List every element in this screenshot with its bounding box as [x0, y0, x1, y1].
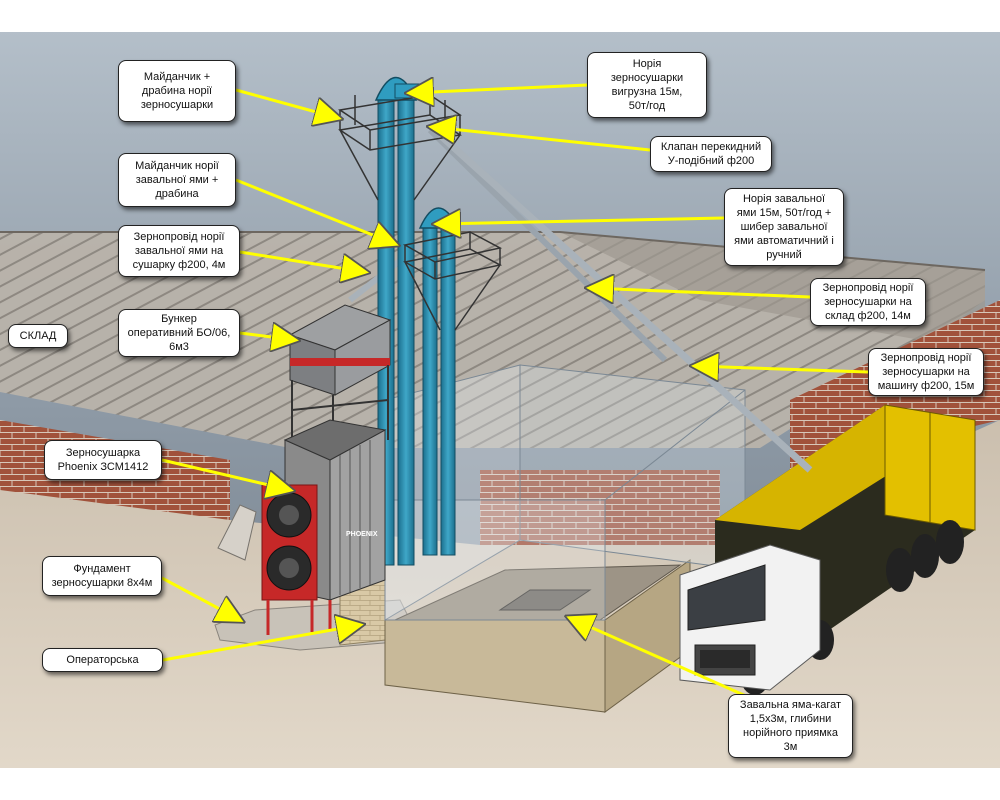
dryer-brand-text: PHOENIX	[346, 531, 378, 538]
operative-bunker-band	[290, 358, 390, 366]
truck-grille	[700, 650, 750, 668]
label-fundament: Фундамент зерносушарки 8х4м	[42, 556, 162, 596]
pipe-to-truck	[437, 132, 813, 473]
warehouse-brick-wall-mid	[480, 470, 720, 545]
bottom-margin	[0, 768, 1000, 800]
label-zernoprovid-yamy: Зернопровід норії завальної ями на сушар…	[118, 225, 240, 277]
label-noria-susharky: Норія зерносушарки вигрузна 15м, 50т/год	[587, 52, 707, 118]
label-zernoprovid-mashyna: Зернопровід норії зерносушарки на машину…	[868, 348, 984, 396]
label-yama: Завальна яма-кагат 1,5х3м, глибини норій…	[728, 694, 853, 758]
dryer-noria-leg-right	[397, 94, 415, 566]
pit-glass-front2	[384, 499, 606, 621]
label-sushylka: Зерносушарка Phoenix ЗСМ1412	[44, 440, 162, 480]
pit-noria-platform	[402, 231, 503, 331]
dryer-roof	[283, 419, 387, 461]
label-ploshchadka-yamy: Майданчик норії завальної ями + драбина	[118, 153, 236, 207]
label-operatorska: Операторська	[42, 648, 163, 672]
label-zernoprovid-sklad: Зернопровід норії зерносушарки на склад …	[810, 278, 926, 326]
label-noria-yamy: Норія завальної ями 15м, 50т/год + шибер…	[724, 188, 844, 266]
pit-hopper	[498, 589, 592, 611]
label-ploshchadka-susharky: Майданчик + драбина норії зерносушарки	[118, 60, 236, 122]
pipe-to-warehouse	[427, 127, 668, 363]
label-sklad: СКЛАД	[8, 324, 68, 348]
label-bunker: Бункер оперативний БО/06, 6м3	[118, 309, 240, 357]
side-chute	[217, 504, 257, 561]
dryer-louvres	[339, 440, 371, 595]
label-klapan: Клапан перекидний У-подібний ф200	[650, 136, 772, 172]
top-margin	[0, 0, 1000, 32]
